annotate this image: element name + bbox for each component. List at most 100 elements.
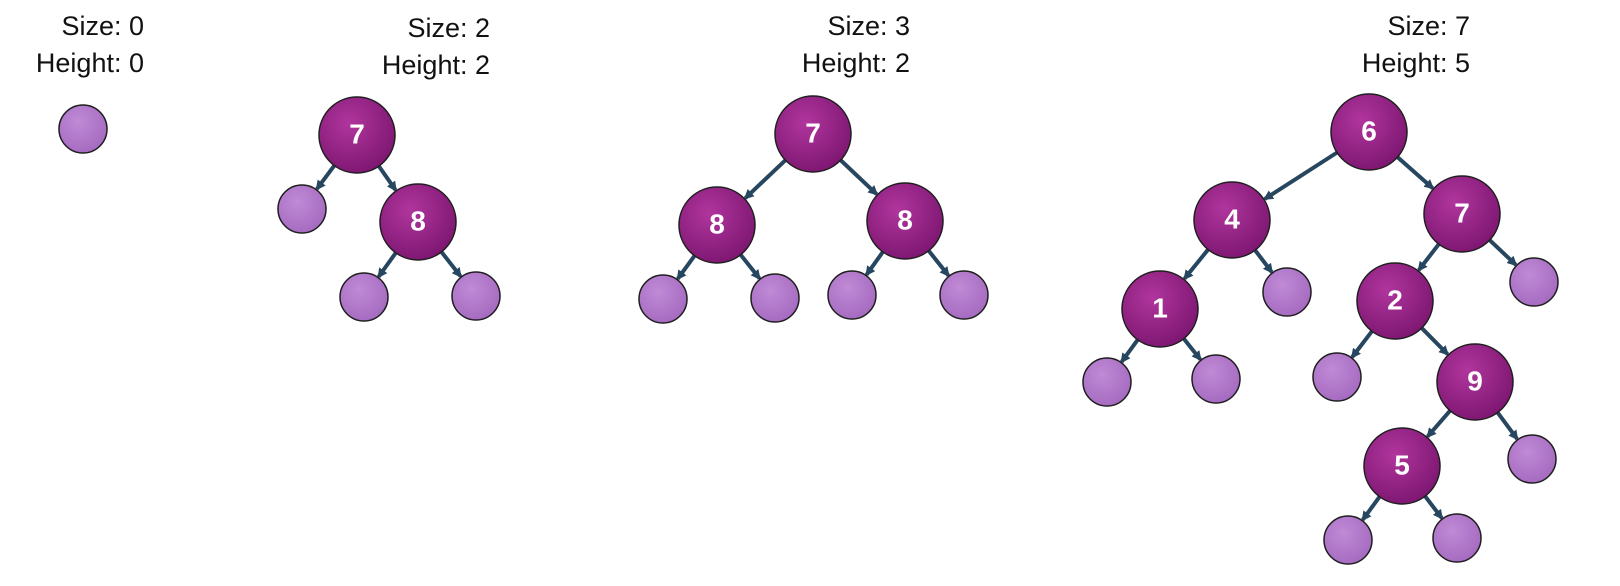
tree-2-edge-n7-n8b xyxy=(836,155,879,196)
tree-1-edge-n8-n8r xyxy=(437,247,463,278)
tree-3-node-7-n7: 7 xyxy=(1423,175,1501,253)
tree-1-edge-n8-n8l xyxy=(376,248,400,279)
tree-1-edge-n7-n8 xyxy=(374,161,398,192)
tree-3-empty-leaf-n4r xyxy=(1262,267,1312,317)
tree-3-edge-n6-n7 xyxy=(1393,152,1435,190)
tree-0-size-label: Size: 0 xyxy=(61,11,144,41)
tree-3-edge-n6-n4 xyxy=(1263,148,1342,201)
node-value-label: 6 xyxy=(1361,115,1377,146)
tree-3-empty-leaf-n7r xyxy=(1509,257,1559,307)
node-circle xyxy=(1121,270,1199,348)
tree-3-height-label: Height: 5 xyxy=(1361,48,1470,78)
leaf-circle xyxy=(1323,515,1373,565)
leaf-circle xyxy=(1262,267,1312,317)
tree-3-edge-n7-n7r xyxy=(1485,235,1518,267)
tree-3-edge-n7-n2 xyxy=(1417,239,1443,272)
node-value-label: 5 xyxy=(1394,449,1410,480)
tree-3-edge-n4-n4r xyxy=(1251,245,1274,274)
node-circle xyxy=(1423,175,1501,253)
tree-2-caption: Size: 3 Height: 2 xyxy=(720,8,910,82)
node-value-label: 1 xyxy=(1152,292,1168,323)
node-value-label: 8 xyxy=(897,204,913,235)
tree-2-height-label: Height: 2 xyxy=(801,48,910,78)
leaf-circle xyxy=(638,274,688,324)
tree-3-empty-leaf-n1l xyxy=(1082,357,1132,407)
tree-3-empty-leaf-n5r xyxy=(1432,513,1482,563)
tree-3-size-label: Size: 7 xyxy=(1387,11,1470,41)
tree-1-node-7-n7: 7 xyxy=(318,96,396,174)
leaf-circle xyxy=(1082,357,1132,407)
leaf-circle xyxy=(1507,434,1557,484)
node-value-label: 4 xyxy=(1224,203,1240,234)
tree-0-empty-leaf-n0 xyxy=(58,104,108,154)
tree-2-edge-n8a-n8ar xyxy=(736,250,762,280)
node-circle xyxy=(1193,181,1271,259)
tree-3-node-5-n5: 5 xyxy=(1363,427,1441,505)
tree-1-size-label: Size: 2 xyxy=(407,13,490,43)
leaf-circle xyxy=(939,270,989,320)
tree-1-height-label: Height: 2 xyxy=(381,50,490,80)
tree-2-edge-n8a-n8al xyxy=(676,251,699,281)
tree-3-edge-n1-n1l xyxy=(1120,335,1142,364)
tree-2-node-8-n8b: 8 xyxy=(866,182,944,260)
tree-3-node-4-n4: 4 xyxy=(1193,181,1271,259)
tree-3-node-6-n6: 6 xyxy=(1330,93,1408,171)
tree-1-edge-n7-nl xyxy=(315,161,339,191)
tree-3-edge-n5-n5r xyxy=(1421,491,1444,520)
node-circle xyxy=(1356,262,1434,340)
tree-2-node-7-n7: 7 xyxy=(774,95,852,173)
tree-2-edge-n7-n8a xyxy=(743,155,790,200)
node-circle xyxy=(1436,343,1514,421)
tree-0-caption: Size: 0 Height: 0 xyxy=(0,8,144,82)
tree-3-node-9-n9: 9 xyxy=(1436,343,1514,421)
tree-3-edge-n1-n1r xyxy=(1179,334,1202,362)
tree-3-edge-n9-n5 xyxy=(1426,406,1455,439)
leaf-circle xyxy=(1509,257,1559,307)
node-value-label: 8 xyxy=(410,205,426,236)
tree-2-edge-n8b-n8bl xyxy=(864,247,887,277)
node-circle xyxy=(774,95,852,173)
leaf-circle xyxy=(339,272,389,322)
tree-2-empty-leaf-n8al xyxy=(638,274,688,324)
node-circle xyxy=(379,183,457,261)
node-circle xyxy=(1330,93,1408,171)
tree-2-size-label: Size: 3 xyxy=(827,11,910,41)
leaf-circle xyxy=(827,270,877,320)
node-value-label: 7 xyxy=(805,117,821,148)
node-value-label: 7 xyxy=(349,118,365,149)
tree-3-empty-leaf-n1r xyxy=(1191,354,1241,404)
node-circle xyxy=(678,186,756,264)
tree-3-node-1-n1: 1 xyxy=(1121,270,1199,348)
tree-1-empty-leaf-n8r xyxy=(451,271,501,321)
nodes-layer: 7 8 7 8 8 6 4 7 1 2 9 5 xyxy=(58,93,1559,565)
tree-3-node-2-n2: 2 xyxy=(1356,262,1434,340)
leaf-circle xyxy=(1191,354,1241,404)
tree-3-empty-leaf-n5l xyxy=(1323,515,1373,565)
tree-1-caption: Size: 2 Height: 2 xyxy=(300,10,490,84)
tree-3-edge-n5-n5l xyxy=(1361,492,1384,522)
tree-2-empty-leaf-n8br xyxy=(939,270,989,320)
tree-2-node-8-n8a: 8 xyxy=(678,186,756,264)
node-circle xyxy=(1363,427,1441,505)
leaf-circle xyxy=(277,184,327,234)
edges-layer xyxy=(315,148,1519,522)
leaf-circle xyxy=(451,271,501,321)
tree-3-edge-n2-n9 xyxy=(1417,323,1450,356)
tree-1-empty-leaf-n8l xyxy=(339,272,389,322)
tree-2-empty-leaf-n8bl xyxy=(827,270,877,320)
leaf-circle xyxy=(750,273,800,323)
tree-2-empty-leaf-n8ar xyxy=(750,273,800,323)
tree-0-height-label: Height: 0 xyxy=(35,48,144,78)
node-value-label: 9 xyxy=(1467,365,1483,396)
tree-3-edge-n2-n2l xyxy=(1350,326,1376,359)
leaf-circle xyxy=(1432,513,1482,563)
tree-3-caption: Size: 7 Height: 5 xyxy=(1290,8,1470,82)
tree-3-empty-leaf-n2l xyxy=(1312,352,1362,402)
tree-2-edge-n8b-n8br xyxy=(924,246,950,278)
tree-3-empty-leaf-n9r xyxy=(1507,434,1557,484)
tree-1-node-8-n8: 8 xyxy=(379,183,457,261)
tree-3-edge-n4-n1 xyxy=(1182,245,1213,281)
node-value-label: 7 xyxy=(1454,197,1470,228)
node-value-label: 8 xyxy=(709,208,725,239)
